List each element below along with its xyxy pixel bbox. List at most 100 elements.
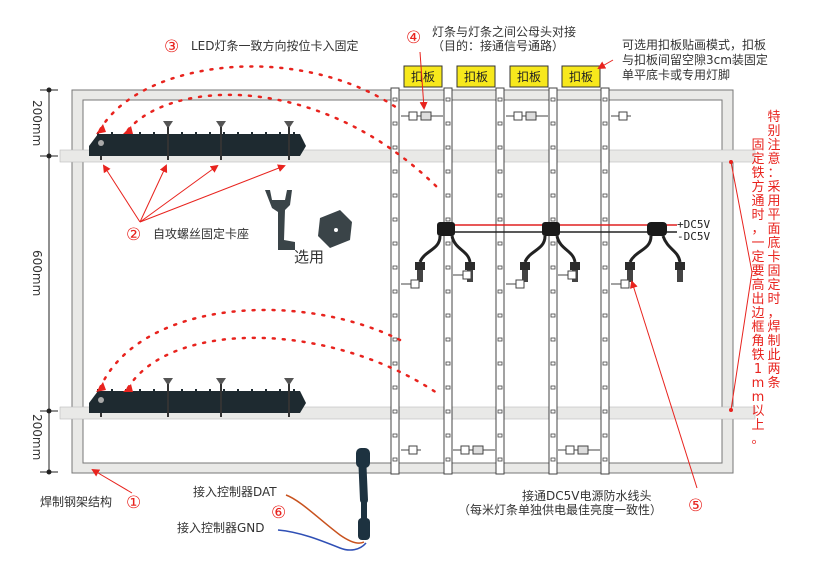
callout-6-number: ⑥ <box>271 503 286 523</box>
led-chip <box>550 241 556 246</box>
signal-plug <box>506 279 525 289</box>
led-chip <box>445 193 451 198</box>
callout-5-arrow <box>629 280 698 489</box>
plate-note-line-1: 可选用扣板贴画模式，扣板 <box>622 38 766 52</box>
led-chip <box>445 409 451 414</box>
special-note-char: 焊 <box>767 319 780 335</box>
special-note-char: 意 <box>767 151 780 167</box>
led-chip <box>392 289 398 294</box>
led-chip <box>497 265 503 270</box>
plate-note-line-3: 单平底卡或专用灯脚 <box>622 67 730 82</box>
special-note-char: m <box>752 390 765 405</box>
gnd-wire <box>277 529 367 551</box>
special-note-char: 注 <box>767 138 780 153</box>
callout-3-text: LED灯条一致方向按位卡入固定 <box>191 38 359 53</box>
special-note-char: 要 <box>751 264 764 279</box>
led-chip <box>445 385 451 390</box>
plate-tags: 扣板扣板扣板扣板 <box>403 65 601 88</box>
led-strip <box>443 87 453 475</box>
callout-2-arrows <box>102 164 286 223</box>
led-chip <box>497 457 503 462</box>
led-chip <box>392 433 398 438</box>
label-positive-dc5v: +DC5V <box>677 218 710 231</box>
self-tapping-screw-icon <box>163 121 173 160</box>
led-chip <box>392 193 398 198</box>
led-chip <box>550 169 556 174</box>
screw-head <box>98 140 104 146</box>
led-chip <box>445 121 451 126</box>
special-note-char: 条 <box>767 375 780 391</box>
led-chip <box>445 361 451 366</box>
male-female-connector <box>401 445 421 455</box>
waterproof-plug <box>675 262 685 282</box>
signal-plug <box>611 279 630 289</box>
optional-label: 选用 <box>294 248 324 266</box>
special-note-char: 固 <box>751 138 764 153</box>
led-chip <box>497 289 503 294</box>
self-tapping-screw-icon <box>284 378 294 417</box>
dimension-line: 200mm 600mm 200mm <box>30 87 58 475</box>
waterproof-plug <box>625 262 635 282</box>
led-chip <box>550 121 556 126</box>
led-chip <box>602 409 608 414</box>
callout-4-arrow <box>419 51 428 110</box>
led-chip <box>445 145 451 150</box>
self-tapping-screw-icon <box>216 121 226 160</box>
callout-6-dat-text: 接入控制器DAT <box>193 484 277 499</box>
dimension-top: 200mm <box>30 100 44 146</box>
led-strip <box>390 87 400 475</box>
special-note-char: m <box>752 376 765 391</box>
plate-tag-label: 扣板 <box>569 70 593 84</box>
plate-tag-label: 扣板 <box>464 70 488 84</box>
plate-tag-label: 扣板 <box>411 70 435 84</box>
led-chip <box>602 97 608 102</box>
flat-clip-icon <box>318 210 352 248</box>
led-chip <box>497 169 503 174</box>
signal-plug <box>401 279 420 289</box>
led-chip <box>445 169 451 174</box>
led-chip <box>550 97 556 102</box>
led-chip <box>497 433 503 438</box>
special-note-char: 通 <box>751 194 764 209</box>
plate-tag <box>561 65 601 88</box>
optional-holders: 选用 <box>265 190 352 266</box>
special-note-char: ， <box>767 306 780 321</box>
special-note-char: 别 <box>767 124 780 139</box>
led-chip <box>392 361 398 366</box>
arrowheads <box>96 124 133 392</box>
led-chip <box>445 241 451 246</box>
self-tapping-screw-icon <box>216 378 226 417</box>
led-chip <box>602 121 608 126</box>
led-chip <box>497 385 503 390</box>
male-female-connector <box>453 445 495 455</box>
dimension-bottom: 200mm <box>30 414 44 460</box>
led-chip <box>392 217 398 222</box>
label-negative-dc5v: -DC5V <box>677 230 710 243</box>
led-chip <box>550 193 556 198</box>
male-female-connector <box>558 445 600 455</box>
special-note-char: 框 <box>751 320 764 335</box>
mounting-rail <box>89 121 306 160</box>
dat-wire <box>285 494 365 544</box>
plate-note-arrow <box>597 59 614 69</box>
callout-4-text: 灯条与灯条之间公母头对接 <box>432 24 576 39</box>
led-chip <box>550 217 556 222</box>
plate-note-line-2: 与扣板间留空隙3cm装固定 <box>622 52 768 67</box>
led-chip <box>445 313 451 318</box>
led-chip <box>392 385 398 390</box>
screw-head <box>98 397 104 403</box>
special-note-char: 边 <box>751 306 764 321</box>
mounting-rails <box>89 121 306 417</box>
led-chip <box>445 97 451 102</box>
special-note-char: 底 <box>767 235 780 251</box>
led-strips <box>390 87 610 475</box>
led-chip <box>602 313 608 318</box>
led-chip <box>602 385 608 390</box>
special-note-char: 采 <box>767 180 780 195</box>
signal-plug <box>558 270 577 280</box>
led-chip <box>602 361 608 366</box>
led-chip <box>445 457 451 462</box>
led-chip <box>550 337 556 342</box>
